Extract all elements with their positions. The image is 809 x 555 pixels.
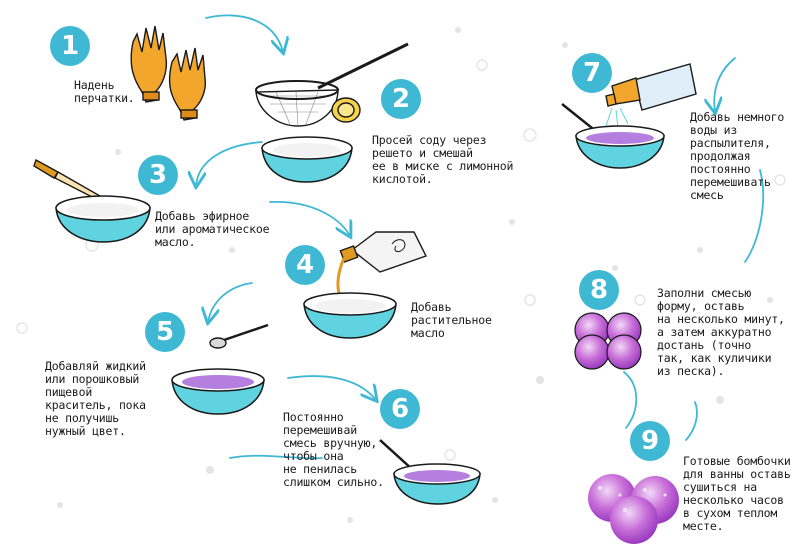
bath-bomb-mold-icon [574, 312, 642, 370]
soda-bowl [261, 136, 353, 183]
spray-bowl [561, 103, 665, 169]
bath-bomb-icon [588, 474, 679, 544]
step-6-text: Постоянно перемешивай смесь вручную, что… [283, 410, 384, 489]
step-4-text: Добавь растительное масло [411, 300, 492, 340]
arrow-3-4 [269, 201, 350, 236]
step-9-text: Готовые бомбочки для ванны оставь сушить… [683, 454, 791, 533]
arrow-9 [685, 401, 698, 441]
arrow-5-6 [287, 375, 376, 400]
arrow-4-5 [208, 282, 253, 322]
step-8-number: 8 [579, 270, 619, 310]
oil-bottle-icon [336, 231, 427, 297]
step-6-number: 6 [380, 389, 420, 429]
step-7-number: 7 [572, 53, 612, 93]
step-1-text: Надень перчатки. [74, 78, 135, 105]
spray-bottle-icon [605, 63, 697, 111]
step-4-number: 4 [285, 245, 325, 285]
step-9-number: 9 [630, 421, 670, 461]
essential-oil-bowl [55, 195, 151, 243]
spoon-icon [209, 323, 269, 349]
step-5-text: Добавляй жидкий или порошковый пищевой к… [45, 359, 146, 438]
step-3-text: Добавь эфирное или ароматическое масло. [155, 209, 270, 249]
dropper-icon [33, 158, 101, 201]
background-dots [57, 27, 773, 523]
gloves-icon [130, 25, 207, 121]
step-8-text: Заполни смесью форму, оставь на нескольк… [657, 286, 785, 378]
step-5-number: 5 [145, 312, 185, 352]
arrow-7-8 [744, 169, 765, 263]
arrow-6-7 [229, 454, 323, 460]
coloring-bowl [171, 368, 265, 415]
arrow-1-2 [205, 14, 283, 52]
vegetable-oil-bowl [303, 292, 397, 339]
flow-arrows [196, 14, 765, 460]
step-1-number: 1 [50, 26, 90, 66]
arrow-2-3 [196, 141, 263, 186]
step-3-number: 3 [138, 155, 178, 195]
sieve-icon [255, 42, 409, 127]
arrow-8-9 [623, 371, 638, 429]
step-2-text: Просей соду через решето и смешай ее в м… [372, 133, 514, 186]
stirring-bowl [379, 439, 481, 505]
arrow-to-7 [714, 57, 736, 112]
lemon-icon [331, 97, 361, 123]
water-spray [605, 107, 629, 129]
step-2-number: 2 [381, 79, 421, 119]
background-rings [16, 59, 786, 461]
step-7-text: Добавь немного воды из распылителя, прод… [690, 110, 785, 202]
